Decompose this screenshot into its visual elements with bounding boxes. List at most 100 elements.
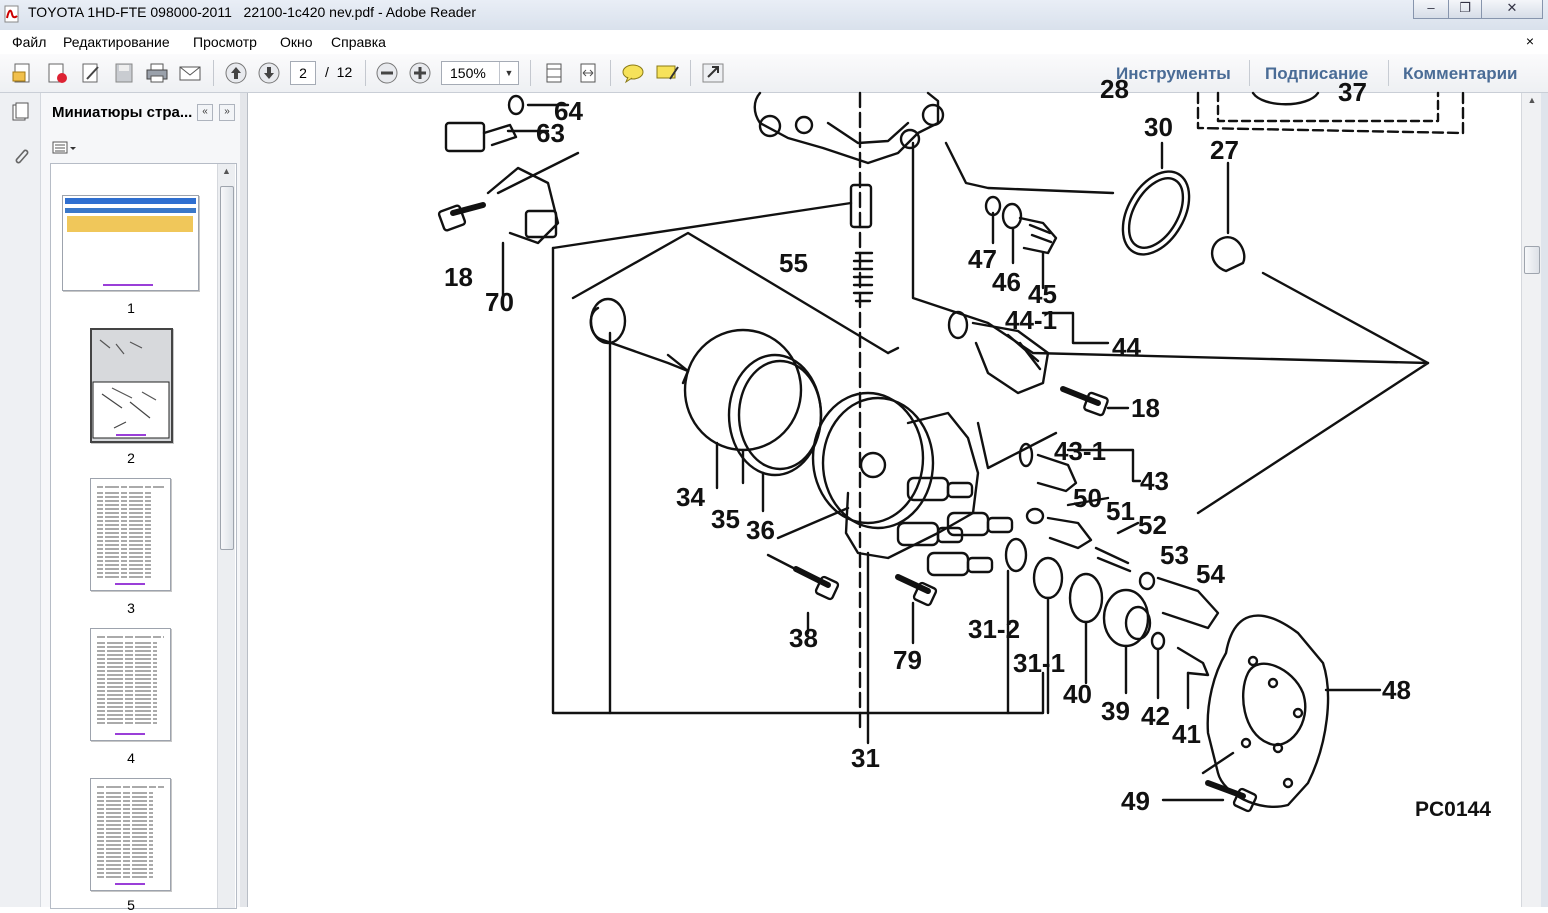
zoom-select[interactable]: 150% ▼	[441, 61, 519, 85]
total-pages: 12	[336, 64, 353, 80]
thumbnail-page-2[interactable]	[90, 328, 173, 443]
toolbar-separator	[690, 60, 691, 86]
label-79: 79	[893, 645, 922, 675]
close-button[interactable]: ✕	[1481, 0, 1543, 19]
close-document-button[interactable]: ×	[1525, 33, 1534, 49]
document-scrollbar[interactable]: ▲	[1521, 93, 1542, 907]
collapse-panel-button[interactable]: «	[197, 104, 213, 121]
thumbnail-label: 1	[127, 300, 135, 316]
expand-panel-button[interactable]: »	[219, 104, 235, 121]
label-48: 48	[1382, 675, 1411, 705]
menu-edit[interactable]: Редактирование	[63, 34, 170, 50]
menu-file[interactable]: Файл	[12, 34, 47, 50]
label-54: 54	[1196, 559, 1225, 589]
label-46: 46	[992, 267, 1021, 297]
options-button[interactable]	[51, 139, 79, 157]
window-right-border	[1541, 93, 1548, 907]
toolbar-separator	[365, 60, 366, 86]
page-number-input[interactable]: 2	[290, 61, 316, 85]
edit-button[interactable]	[78, 61, 104, 85]
thumbnail-label: 5	[127, 897, 135, 913]
label-43-1: 43-1	[1054, 436, 1106, 466]
menu-bar: Файл Редактирование Просмотр Окно Справк…	[0, 30, 1548, 54]
save-button[interactable]	[111, 61, 137, 85]
next-page-button[interactable]	[256, 61, 282, 85]
menu-help[interactable]: Справка	[331, 34, 386, 50]
panel-splitter[interactable]	[240, 93, 248, 907]
thumbnail-page-4[interactable]	[90, 628, 171, 741]
thumbnail-page-3[interactable]	[90, 478, 171, 591]
sign-link[interactable]: Подписание	[1265, 64, 1369, 83]
navigation-pane-strip	[0, 93, 41, 907]
label-44-1: 44-1	[1005, 305, 1057, 335]
comments-link[interactable]: Комментарии	[1403, 64, 1518, 83]
label-52: 52	[1138, 510, 1167, 540]
comment-button[interactable]	[620, 61, 646, 85]
open-file-icon	[12, 63, 30, 83]
page-separator: /	[325, 64, 329, 80]
scroll-thumb[interactable]	[220, 186, 234, 550]
label-42: 42	[1141, 701, 1170, 731]
menu-view[interactable]: Просмотр	[193, 34, 257, 50]
scroll-up-icon[interactable]: ▲	[1527, 95, 1537, 105]
menu-window[interactable]: Окно	[280, 34, 313, 50]
zoom-out-icon	[376, 62, 398, 84]
minimize-button[interactable]: ‒	[1413, 0, 1449, 19]
email-button[interactable]	[177, 61, 203, 85]
label-31: 31	[851, 743, 880, 773]
zoom-in-button[interactable]	[407, 61, 433, 85]
scroll-up-icon[interactable]: ▲	[222, 166, 231, 176]
create-pdf-icon	[48, 63, 67, 83]
fit-width-icon	[580, 63, 596, 83]
list-options-icon	[52, 141, 76, 154]
page-thumbnails-icon[interactable]	[10, 101, 32, 123]
full-screen-button[interactable]	[700, 61, 726, 85]
tools-link[interactable]: Инструменты	[1116, 64, 1231, 83]
highlight-button[interactable]	[654, 61, 680, 85]
close-icon: ✕	[1506, 0, 1518, 15]
save-icon	[115, 63, 133, 83]
label-35: 35	[711, 504, 740, 534]
page-total: / 12	[325, 64, 352, 80]
thumbnail-content	[65, 198, 196, 204]
scroll-thumb[interactable]	[1524, 246, 1540, 274]
thumbnail-content	[97, 486, 164, 585]
document-view: 64 63 18 70 55 28 37 30 27 47 46 45 44-1…	[248, 74, 1521, 907]
chevron-down-icon[interactable]: ▼	[499, 62, 518, 84]
label-27: 27	[1210, 135, 1239, 165]
label-36: 36	[746, 515, 775, 545]
print-icon	[146, 63, 168, 83]
attachment-icon[interactable]	[10, 145, 32, 167]
thumbnail-scrollbar[interactable]: ▲	[217, 164, 235, 908]
thumbnail-content	[65, 208, 196, 213]
thumbnail-label: 3	[127, 600, 135, 616]
zoom-out-button[interactable]	[374, 61, 400, 85]
window-title: TOYOTA 1HD-FTE 098000-2011 22100-1c420 n…	[28, 4, 477, 20]
print-button[interactable]	[144, 61, 170, 85]
label-49: 49	[1121, 786, 1150, 816]
label-70: 70	[485, 287, 514, 317]
thumbnail-content	[92, 339, 170, 439]
maximize-button[interactable]: ❐	[1448, 0, 1482, 19]
previous-page-button[interactable]	[223, 61, 249, 85]
label-50: 50	[1073, 483, 1102, 513]
title-bar: TOYOTA 1HD-FTE 098000-2011 22100-1c420 n…	[0, 0, 1548, 31]
thumbnail-list: 1 2 3 4	[50, 163, 237, 913]
thumbnail-page-1[interactable]	[62, 195, 199, 291]
zoom-value: 150%	[450, 65, 486, 81]
label-51: 51	[1106, 496, 1135, 526]
label-47: 47	[968, 244, 997, 274]
fit-width-button[interactable]	[575, 61, 601, 85]
thumbnail-page-5[interactable]	[90, 778, 171, 891]
label-39: 39	[1101, 696, 1130, 726]
label-45: 45	[1028, 279, 1057, 309]
zoom-in-icon	[409, 62, 431, 84]
thumbnail-label: 2	[127, 450, 135, 466]
comment-icon	[622, 64, 644, 84]
toolbar-separator	[1249, 60, 1250, 86]
open-button[interactable]	[10, 61, 36, 85]
minimize-icon: ‒	[1427, 0, 1435, 15]
create-pdf-button[interactable]	[44, 61, 70, 85]
label-55: 55	[779, 248, 808, 278]
fit-page-button[interactable]	[541, 61, 567, 85]
